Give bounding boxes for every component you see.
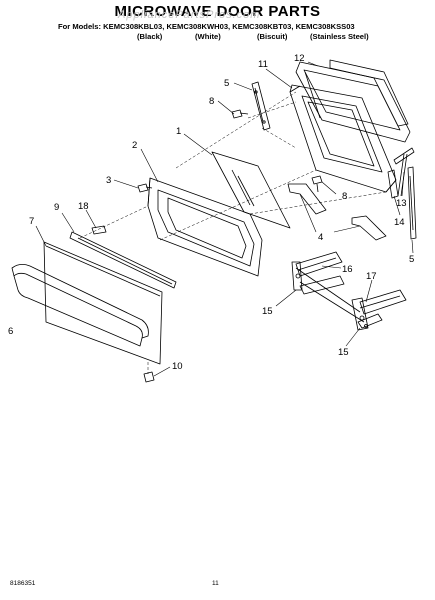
callout-16: 16 <box>342 264 353 275</box>
hinge-bar-upper-part <box>251 81 271 131</box>
screw-part-3 <box>137 183 153 193</box>
diagram-title: MICROWAVE DOOR PARTS <box>114 3 321 20</box>
page-number: 11 <box>212 580 219 587</box>
callout-5-upper: 5 <box>224 78 229 89</box>
callout-13: 13 <box>396 198 407 209</box>
callout-leaders <box>35 61 414 377</box>
callout-labels: 1 2 3 4 5 5 6 7 8 8 9 10 11 12 13 14 15 … <box>8 53 414 372</box>
callout-9: 9 <box>54 202 59 213</box>
finish-black: (Black) <box>137 32 163 41</box>
callout-2: 2 <box>132 140 137 151</box>
callout-5-lower: 5 <box>409 254 414 265</box>
door-frame-part <box>289 84 397 193</box>
screw-lower-part <box>311 175 323 193</box>
document-number: 8186351 <box>10 580 36 587</box>
inner-door-panel-part <box>147 177 263 277</box>
callout-12: 12 <box>294 53 305 64</box>
door-handle-part <box>11 264 149 347</box>
callout-1: 1 <box>176 126 181 137</box>
model-list: For Models: KEMC308KBL03, KEMC308KWH03, … <box>58 22 355 31</box>
clip-part-18 <box>91 225 107 235</box>
door-frame-back-part <box>295 59 411 143</box>
assembly-guide-lines <box>79 91 387 374</box>
screw-upper-part <box>231 109 249 119</box>
outer-door-panel-part <box>43 241 163 365</box>
hinge-bar-lower-part <box>407 166 417 240</box>
callout-11: 11 <box>258 59 268 70</box>
callout-15-right: 15 <box>338 347 349 358</box>
callout-17: 17 <box>366 271 377 282</box>
finish-stainless: (Stainless Steel) <box>310 32 369 41</box>
callout-7: 7 <box>29 216 34 227</box>
finish-white: (White) <box>195 32 221 41</box>
glass-panel-part <box>211 151 291 229</box>
hinge-bracket-part <box>287 183 387 241</box>
trim-strip-part-9 <box>69 231 177 289</box>
watermark: AppliancePartsPros.com <box>118 9 261 21</box>
callout-3: 3 <box>106 175 111 186</box>
clip-part-10 <box>143 371 155 383</box>
callout-10: 10 <box>172 361 183 372</box>
finish-biscuit: (Biscuit) <box>257 32 288 41</box>
callout-15-left: 15 <box>262 306 273 317</box>
callout-8-lower: 8 <box>342 191 347 202</box>
hinge-arm-part-16 <box>291 251 345 295</box>
callout-14: 14 <box>394 217 405 228</box>
hinge-link-part-15 <box>295 267 368 328</box>
callout-6: 6 <box>8 326 13 337</box>
callout-4: 4 <box>318 232 323 243</box>
callout-18: 18 <box>78 201 89 212</box>
hinge-arm-part-17 <box>351 289 407 331</box>
callout-8-upper: 8 <box>209 96 214 107</box>
latch-part-14 <box>387 169 399 199</box>
